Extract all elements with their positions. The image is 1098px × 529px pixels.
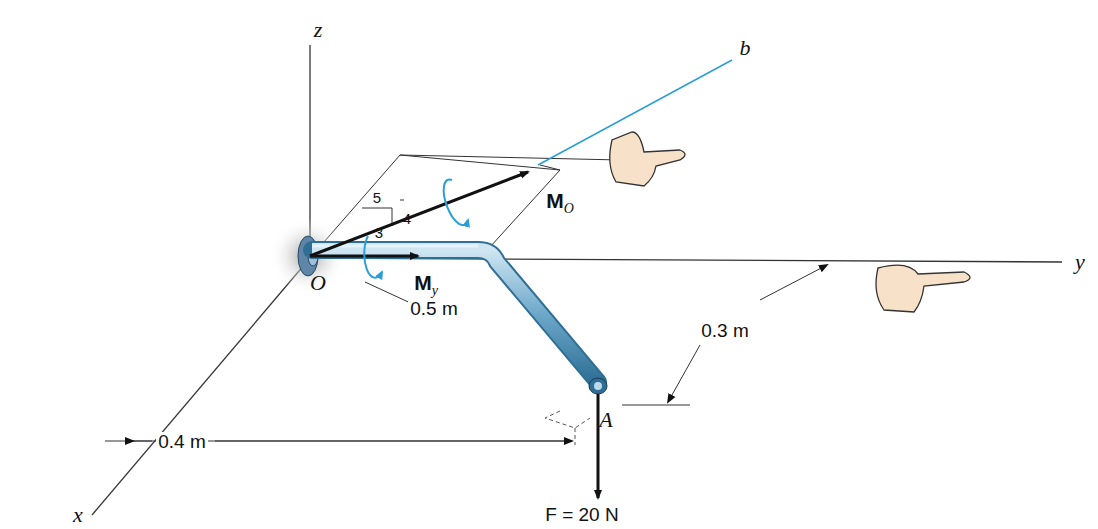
dimension: 0.4 m xyxy=(156,432,208,451)
vector-label: MO xyxy=(546,190,574,216)
axis-label: b xyxy=(740,37,751,59)
slope-number: 3 xyxy=(375,225,383,240)
slope-number: 4 xyxy=(403,211,411,226)
dimension: 0.3 m xyxy=(699,321,751,340)
slope-number: 5 xyxy=(373,190,381,205)
force-label: F = 20 N xyxy=(545,505,618,524)
axis-label: x xyxy=(73,504,83,526)
point-label: O xyxy=(310,272,326,294)
vector-label: My xyxy=(414,272,438,298)
point-label: A xyxy=(599,409,612,431)
axis-label: z xyxy=(314,19,323,41)
axis-label: y xyxy=(1075,251,1085,273)
dimension: 0.5 m xyxy=(408,299,460,318)
